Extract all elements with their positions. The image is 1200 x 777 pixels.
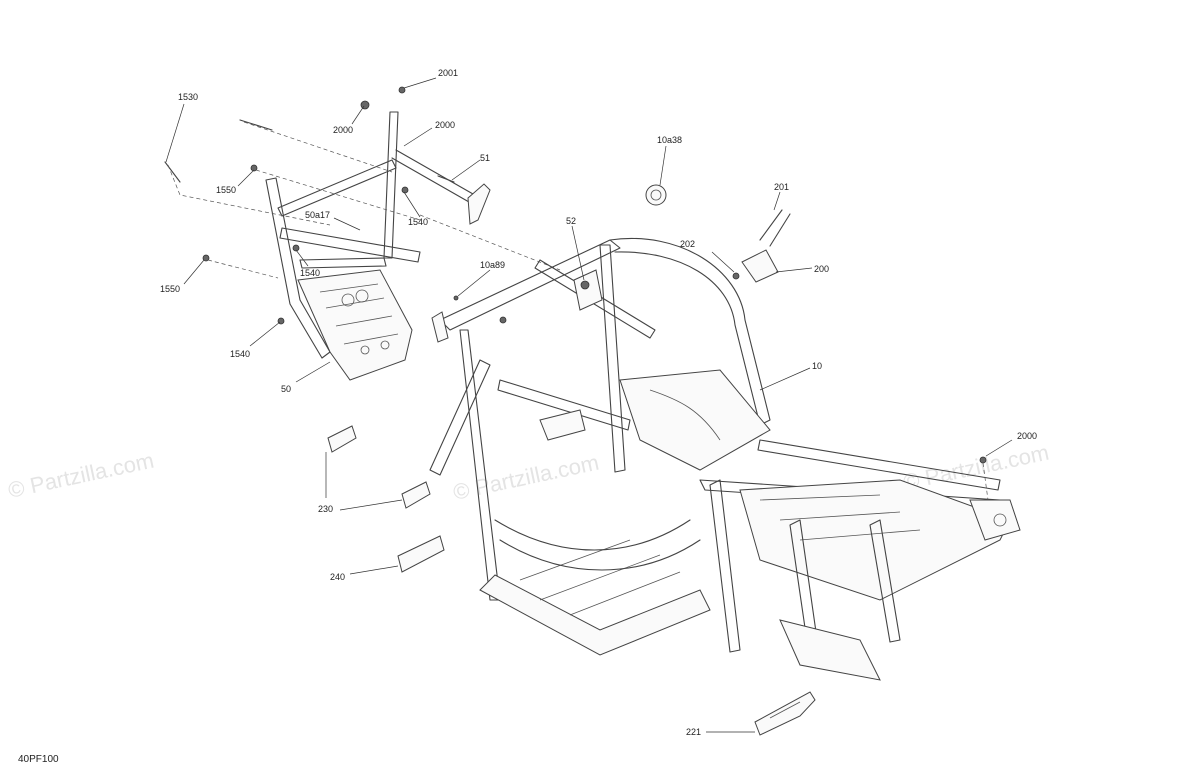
callout-52: 52 [566,216,576,226]
callouts: 2001 1530 2000 2000 51 1550 50a17 1540 1… [160,68,1037,737]
main-frame-drawing [429,184,1021,681]
callout-221: 221 [686,727,701,737]
callout-1550: 1550 [216,185,236,195]
callout-200: 200 [814,264,829,274]
callout-50: 50 [281,384,291,394]
callout-10a38: 10a38 [657,135,682,145]
guard-221-drawing [754,691,816,736]
callout-201: 201 [774,182,789,192]
callout-2000: 2000 [1017,431,1037,441]
callout-10a89: 10a89 [480,260,505,270]
watermark-center: © Partzilla.com [451,450,601,505]
diagram-code: 40PF100 [18,754,59,765]
callout-1550: 1550 [160,284,180,294]
callout-230: 230 [318,504,333,514]
leader-lines [165,77,1013,733]
callout-10: 10 [812,361,822,371]
callout-50a17: 50a17 [305,210,330,220]
watermark-left: © Partzilla.com [6,448,156,503]
skid-plate-230-drawing [401,481,431,509]
callout-1540: 1540 [300,268,320,278]
callout-202: 202 [680,239,695,249]
callout-1530: 1530 [178,92,198,102]
callout-2001: 2001 [438,68,458,78]
skid-plate-230-top [327,425,357,453]
callout-2000: 2000 [333,125,353,135]
callout-2000: 2000 [435,120,455,130]
front-subframe-drawing [164,86,561,381]
skid-plate-240-drawing [397,535,445,573]
callout-240: 240 [330,572,345,582]
callout-51: 51 [480,153,490,163]
callout-1540: 1540 [408,217,428,227]
callout-1540: 1540 [230,349,250,359]
